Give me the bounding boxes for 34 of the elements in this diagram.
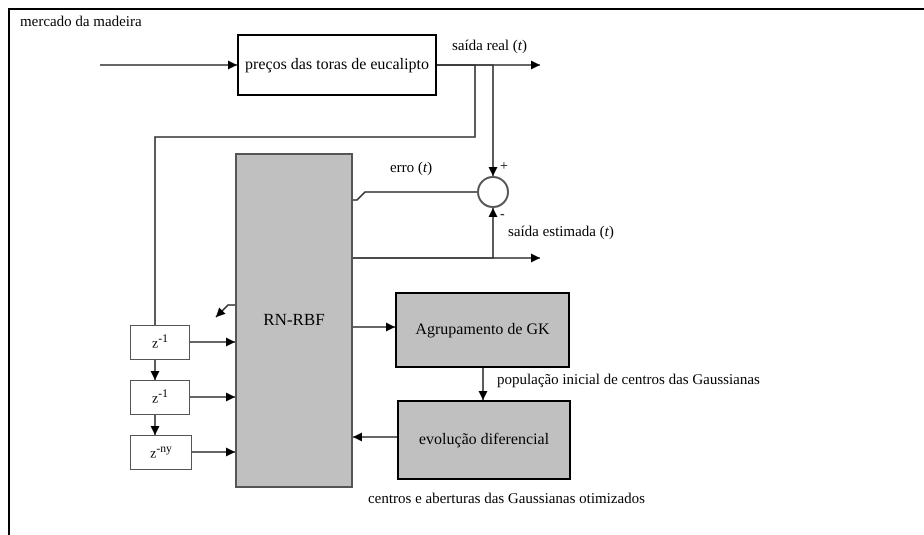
arrow	[215, 304, 235, 318]
node-label: RN-RBF	[263, 309, 325, 332]
process-box	[237, 34, 437, 96]
arrow	[192, 448, 235, 456]
node-label: Agrupamento de GK	[415, 320, 550, 340]
arrow	[353, 208, 498, 259]
arrow	[150, 415, 160, 435]
arrow	[353, 432, 397, 442]
delay-box	[130, 380, 190, 415]
plus-sign: +	[500, 158, 508, 176]
arrow	[100, 60, 237, 70]
process-box	[397, 400, 571, 480]
arrow	[150, 360, 160, 380]
edge-label: saída real (t)	[452, 38, 527, 55]
node-label: evolução diferencial	[418, 430, 550, 450]
arrow	[190, 392, 235, 402]
delay-box	[130, 435, 192, 470]
output-note: centros e aberturas das Gaussianas otimizados	[368, 490, 646, 509]
arrow	[190, 338, 235, 346]
node-label: z$^{-ny}$	[150, 441, 172, 464]
arrow	[353, 322, 395, 332]
delay-box	[130, 325, 190, 360]
node-label: z$^{-1}$	[152, 386, 168, 409]
edge-label: saída estimada (t)	[508, 224, 614, 241]
summing-junction	[477, 176, 509, 208]
arrow	[478, 368, 488, 400]
edge-label: mercado da madeira	[20, 14, 142, 31]
edge-label: população inicial de centros das Gaussianas	[497, 372, 760, 389]
minus-sign: -	[500, 206, 505, 224]
process-box	[395, 292, 570, 368]
network-block	[235, 153, 353, 488]
node-label: z$^{-1}$	[152, 331, 168, 354]
edge-label: erro (t)	[390, 160, 432, 177]
node-label: preços das toras de eucalipto	[245, 54, 429, 75]
